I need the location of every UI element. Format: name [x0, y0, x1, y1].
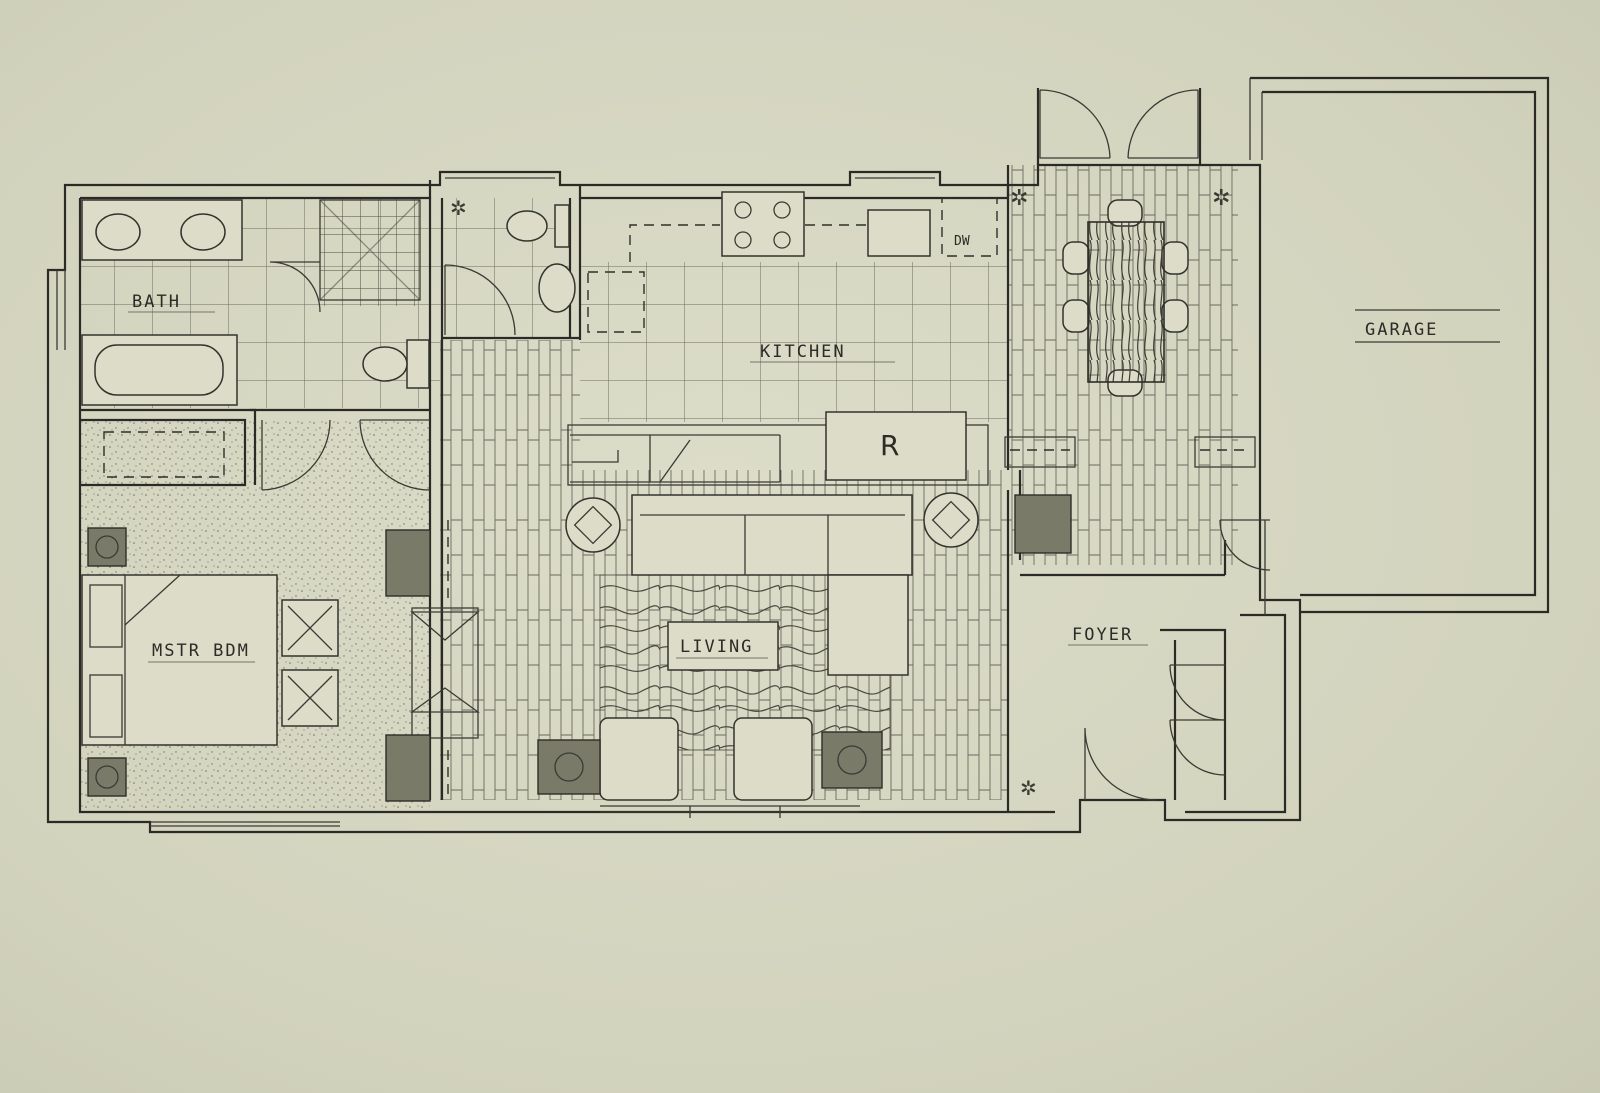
sofa — [631, 494, 913, 576]
room-label-garage: GARAGE — [1365, 320, 1438, 340]
nightstand — [87, 527, 127, 567]
powder-toilet-tank — [554, 204, 570, 248]
coffee-table — [667, 621, 779, 671]
dining-chair — [1161, 241, 1189, 275]
plant-icon: ✲ — [1212, 186, 1230, 211]
nightstand-cabinet — [385, 734, 431, 802]
garage — [1249, 76, 1550, 614]
room-labels: BATH KITCHEN GARAGE MSTR BDM LIVING FOYE… — [128, 234, 1438, 663]
sofa-chaise — [827, 574, 909, 676]
cooktop — [721, 191, 805, 257]
nightstand — [87, 757, 127, 797]
linen-closet — [411, 607, 479, 739]
dining-set: ✲ ✲ ✲ ✲ — [450, 186, 1230, 800]
powder-toilet — [506, 210, 548, 242]
refrigerator-label: R — [880, 429, 899, 462]
door-swings — [261, 261, 1271, 801]
exterior-walls — [46, 88, 1302, 834]
bath-fixtures — [81, 199, 576, 478]
pantry — [587, 271, 645, 333]
room-label-living: LIVING — [680, 637, 753, 657]
closet-shelf — [103, 431, 225, 478]
bedroom-furniture — [81, 527, 339, 797]
plant-icon: ✲ — [1020, 776, 1037, 800]
kitchen-island — [567, 424, 989, 486]
hall-wood-floor — [440, 340, 580, 800]
plant-icon: ✲ — [1010, 186, 1028, 211]
room-label-master-bedroom: MSTR BDM — [152, 641, 250, 661]
dining-chair — [1062, 299, 1090, 333]
sink-left — [95, 213, 141, 251]
end-table-right — [923, 492, 979, 548]
dining-chair — [1161, 299, 1189, 333]
refrigerator — [825, 411, 967, 481]
plant-icon: ✲ — [450, 196, 467, 220]
armchair-left — [599, 717, 679, 801]
dishwasher — [941, 197, 998, 257]
room-label-bath: BATH — [132, 292, 181, 312]
room-label-kitchen: KITCHEN — [760, 342, 846, 362]
kitchen-tile-floor — [580, 262, 1008, 422]
kitchen-fixtures — [567, 191, 1256, 486]
dining-table — [1087, 221, 1165, 383]
toilet-tank — [406, 339, 430, 389]
living-furniture — [537, 492, 1072, 801]
room-label-foyer: FOYER — [1072, 625, 1133, 645]
shower — [319, 199, 421, 301]
dishwasher-label: DW — [954, 234, 970, 249]
armchair-right — [733, 717, 813, 801]
side-table-left — [537, 739, 601, 795]
hall-closets — [385, 520, 480, 802]
side-table-right — [821, 731, 883, 789]
foyer-bench — [1014, 494, 1072, 554]
dining-chair — [1062, 241, 1090, 275]
bed — [81, 574, 278, 746]
kitchen-sink — [867, 209, 931, 257]
end-table-left — [565, 497, 621, 553]
sink-right — [180, 213, 226, 251]
bathtub-basin — [94, 344, 224, 396]
powder-sink — [538, 263, 576, 313]
toilet — [362, 346, 408, 382]
nightstand-cabinet — [385, 529, 431, 597]
